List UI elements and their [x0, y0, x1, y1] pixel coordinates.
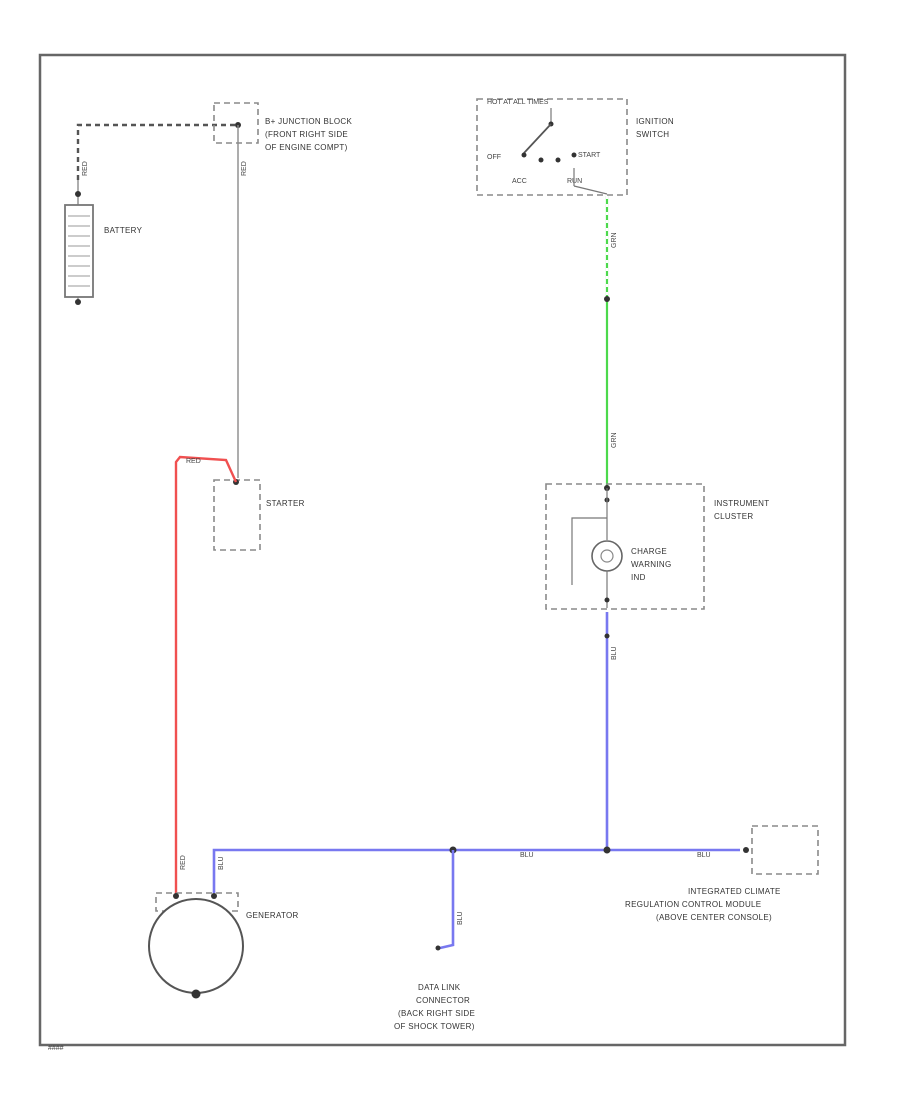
diagram-code: #### — [48, 1045, 64, 1052]
ignition-acc-label: ACC — [512, 178, 527, 185]
climate-module-label-1: INTEGRATED CLIMATE — [688, 887, 781, 896]
green-wire-label-top: GRN — [611, 232, 618, 248]
starter: STARTER — [213, 479, 305, 551]
generator-label: GENERATOR — [246, 911, 299, 920]
ignition-start-label: START — [578, 152, 601, 159]
dlc-blue-wire-label: BLU — [457, 911, 464, 925]
junction-block-box — [213, 102, 259, 144]
junction-block-label-1: B+ JUNCTION BLOCK — [265, 117, 352, 126]
module-blue-wire-label: BLU — [697, 852, 711, 859]
warning-ind-label-2: WARNING — [631, 560, 671, 569]
red-wire-starter-generator: RED RED — [174, 455, 238, 895]
warning-ind-label-1: CHARGE — [631, 547, 667, 556]
junction-block-label-3: OF ENGINE COMPT) — [265, 143, 348, 152]
diagram-frame — [38, 53, 847, 1047]
climate-module-label-2: REGULATION CONTROL MODULE — [625, 900, 761, 909]
green-wire-label-bottom: GRN — [611, 432, 618, 448]
red-wire-label-top: RED — [186, 458, 201, 465]
climate-control-module: INTEGRATED CLIMATE REGULATION CONTROL MO… — [625, 825, 819, 922]
battery: RED BATTERY — [64, 123, 238, 305]
starter-box — [213, 479, 261, 551]
dlc-label-1: DATA LINK — [418, 983, 461, 992]
instrument-cluster-label-2: CLUSTER — [714, 512, 753, 521]
green-wire-ignition-cluster: GRN GRN — [604, 196, 618, 488]
data-link-connector: DATA LINK CONNECTOR (BACK RIGHT SIDE OF … — [394, 945, 475, 1031]
battery-cable-label: RED — [82, 161, 89, 176]
generator-symbol — [148, 898, 244, 994]
blue-wire-network: BLU BLU BLU BLU BLU — [212, 612, 740, 950]
battery-symbol — [64, 204, 94, 298]
b-plus-junction-block: B+ JUNCTION BLOCK (FRONT RIGHT SIDE OF E… — [213, 102, 352, 478]
instrument-cluster-box — [545, 483, 705, 610]
cluster-blue-wire-label: BLU — [611, 646, 618, 660]
ignition-switch-box — [476, 98, 628, 196]
ignition-off-label: OFF — [487, 154, 501, 161]
warning-ind-label-3: IND — [631, 573, 646, 582]
climate-module-label-3: (ABOVE CENTER CONSOLE) — [656, 913, 772, 922]
generator-blue-wire-label: BLU — [218, 856, 225, 870]
battery-label: BATTERY — [104, 226, 143, 235]
instrument-cluster: CHARGE WARNING IND INSTRUMENT CLUSTER — [545, 483, 769, 610]
charge-warning-lamp — [591, 540, 623, 572]
ignition-switch-label-2: SWITCH — [636, 130, 669, 139]
instrument-cluster-label-1: INSTRUMENT — [714, 499, 769, 508]
climate-module-box — [751, 825, 819, 875]
dlc-label-4: OF SHOCK TOWER) — [394, 1022, 475, 1031]
ignition-switch: HOT AT ALL TIMES OFF START ACC RUN IGNIT… — [476, 98, 674, 196]
red-wire-label-bottom: RED — [180, 855, 187, 870]
junction-block-label-2: (FRONT RIGHT SIDE — [265, 130, 348, 139]
main-blue-wire-label: BLU — [520, 852, 534, 859]
dlc-label-2: CONNECTOR — [416, 996, 470, 1005]
ignition-switch-label-1: IGNITION — [636, 117, 674, 126]
generator: GENERATOR — [148, 892, 299, 999]
ignition-header-label: HOT AT ALL TIMES — [487, 99, 549, 106]
starter-label: STARTER — [266, 499, 305, 508]
dlc-label-3: (BACK RIGHT SIDE — [398, 1009, 475, 1018]
junction-starter-wire-label: RED — [241, 161, 248, 176]
